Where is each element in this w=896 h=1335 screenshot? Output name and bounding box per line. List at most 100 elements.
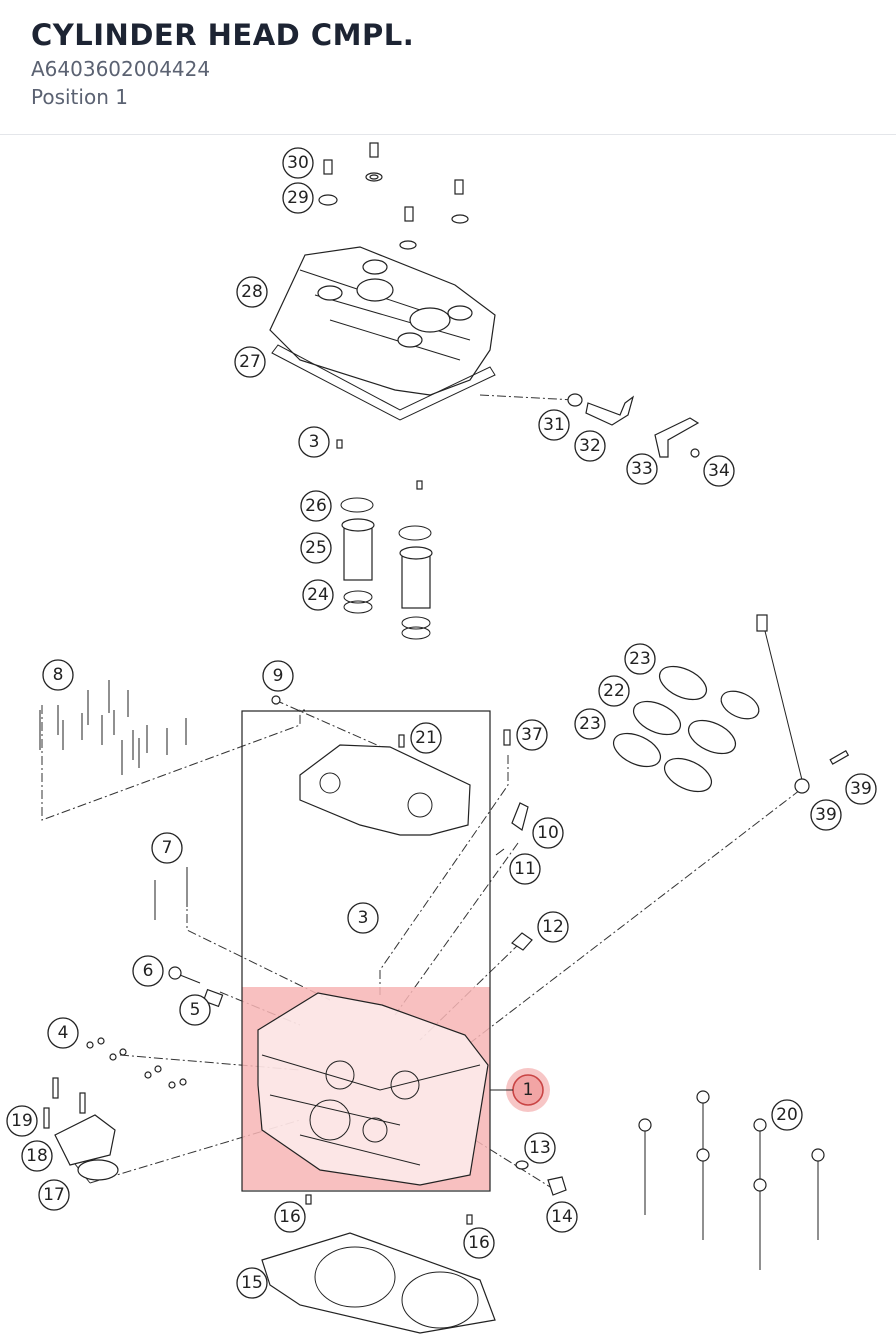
callout-25[interactable]: 25 xyxy=(300,532,332,564)
callout-26[interactable]: 26 xyxy=(300,490,332,522)
header: CYLINDER HEAD CMPL. A6403602004424 Posit… xyxy=(0,0,896,135)
intake-boots xyxy=(612,665,760,793)
valve-cover xyxy=(269,246,496,396)
callout-number: 9 xyxy=(273,666,284,686)
callout-number: 15 xyxy=(241,1273,263,1293)
callout-23[interactable]: 23 xyxy=(574,708,606,740)
callout-number: 17 xyxy=(43,1185,65,1205)
exploded-parts-diagram: 3029282733132333426252489213723222339397… xyxy=(6,142,877,1334)
callout-number: 33 xyxy=(631,459,653,479)
callout-number: 11 xyxy=(514,859,536,879)
callout-number: 18 xyxy=(26,1146,48,1166)
callout-number: 4 xyxy=(58,1023,69,1043)
callout-7[interactable]: 7 xyxy=(151,832,183,864)
dowel-left xyxy=(305,1194,312,1205)
cylinder-bolts xyxy=(638,1090,825,1270)
callout-number: 32 xyxy=(579,436,601,456)
callout-number: 5 xyxy=(190,1000,201,1020)
position-label: Position 1 xyxy=(31,85,128,109)
callout-number: 3 xyxy=(309,432,320,452)
callout-24[interactable]: 24 xyxy=(302,579,334,611)
callout-8[interactable]: 8 xyxy=(42,659,74,691)
callout-11[interactable]: 11 xyxy=(509,853,541,885)
callout-12[interactable]: 12 xyxy=(537,911,569,943)
callout-number: 24 xyxy=(307,585,329,605)
callout-number: 6 xyxy=(143,961,154,981)
callout-number: 12 xyxy=(542,917,564,937)
cover-bolts-and-seals xyxy=(318,142,469,250)
tappet-stack xyxy=(336,439,433,640)
callout-number: 28 xyxy=(241,282,263,302)
callout-20[interactable]: 20 xyxy=(771,1099,803,1131)
callout-37[interactable]: 37 xyxy=(516,719,548,751)
sensors xyxy=(495,729,533,951)
callout-15[interactable]: 15 xyxy=(236,1267,268,1299)
callout-number: 29 xyxy=(287,188,309,208)
callout-number: 34 xyxy=(708,461,730,481)
callout-number: 10 xyxy=(537,823,559,843)
callout-3[interactable]: 3 xyxy=(347,902,379,934)
callout-14[interactable]: 14 xyxy=(546,1201,578,1233)
callout-number: 21 xyxy=(415,728,437,748)
callout-6[interactable]: 6 xyxy=(132,955,164,987)
callout-34[interactable]: 34 xyxy=(703,455,735,487)
callout-number: 23 xyxy=(629,649,651,669)
callout-number: 20 xyxy=(776,1105,798,1125)
callout-39[interactable]: 39 xyxy=(810,799,842,831)
callout-number: 16 xyxy=(468,1233,490,1253)
callout-4[interactable]: 4 xyxy=(47,1017,79,1049)
callout-9[interactable]: 9 xyxy=(262,660,294,692)
callout-number: 39 xyxy=(850,779,872,799)
plug-and-washer xyxy=(515,1160,567,1196)
callout-13[interactable]: 13 xyxy=(524,1132,556,1164)
head-assembly-frame xyxy=(241,710,491,1192)
callout-21[interactable]: 21 xyxy=(410,722,442,754)
callout-number: 8 xyxy=(53,665,64,685)
callout-28[interactable]: 28 xyxy=(236,276,268,308)
callout-number: 37 xyxy=(521,725,543,745)
callout-number: 25 xyxy=(305,538,327,558)
callout-22[interactable]: 22 xyxy=(598,675,630,707)
callout-number: 23 xyxy=(579,714,601,734)
callout-number: 16 xyxy=(279,1207,301,1227)
callout-31[interactable]: 31 xyxy=(538,409,570,441)
callout-16[interactable]: 16 xyxy=(463,1227,495,1259)
page-title: CYLINDER HEAD CMPL. xyxy=(31,18,415,52)
callout-19[interactable]: 19 xyxy=(6,1105,38,1137)
leader-lines xyxy=(41,394,801,1191)
callout-number: 13 xyxy=(529,1138,551,1158)
callout-18[interactable]: 18 xyxy=(21,1140,53,1172)
head-gasket xyxy=(261,1232,496,1334)
callout-10[interactable]: 10 xyxy=(532,817,564,849)
callout-number: 7 xyxy=(162,838,173,858)
cylinder-head xyxy=(257,992,489,1186)
callout-number: 1 xyxy=(523,1080,534,1100)
camshaft-carrier xyxy=(271,695,471,836)
callout-3[interactable]: 3 xyxy=(298,426,330,458)
head-bolts-set xyxy=(39,680,187,775)
dowel-right xyxy=(466,1214,473,1225)
callout-number: 30 xyxy=(287,153,309,173)
callout-30[interactable]: 30 xyxy=(282,147,314,179)
callout-number: 14 xyxy=(551,1207,573,1227)
callout-17[interactable]: 17 xyxy=(38,1179,70,1211)
sensor-harness xyxy=(756,614,850,794)
callout-27[interactable]: 27 xyxy=(234,346,266,378)
callout-number: 31 xyxy=(543,415,565,435)
callout-32[interactable]: 32 xyxy=(574,430,606,462)
part-number: A6403602004424 xyxy=(31,57,211,81)
callout-33[interactable]: 33 xyxy=(626,453,658,485)
callout-39[interactable]: 39 xyxy=(845,773,877,805)
callout-number: 19 xyxy=(11,1111,33,1131)
callout-number: 27 xyxy=(239,352,261,372)
valve-cover-gasket xyxy=(271,344,496,421)
callout-16[interactable]: 16 xyxy=(274,1201,306,1233)
callout-5[interactable]: 5 xyxy=(179,994,211,1026)
callout-number: 22 xyxy=(603,681,625,701)
breather-fitting xyxy=(567,393,700,458)
callout-number: 26 xyxy=(305,496,327,516)
callout-29[interactable]: 29 xyxy=(282,182,314,214)
callout-23[interactable]: 23 xyxy=(624,643,656,675)
callout-number: 3 xyxy=(358,908,369,928)
